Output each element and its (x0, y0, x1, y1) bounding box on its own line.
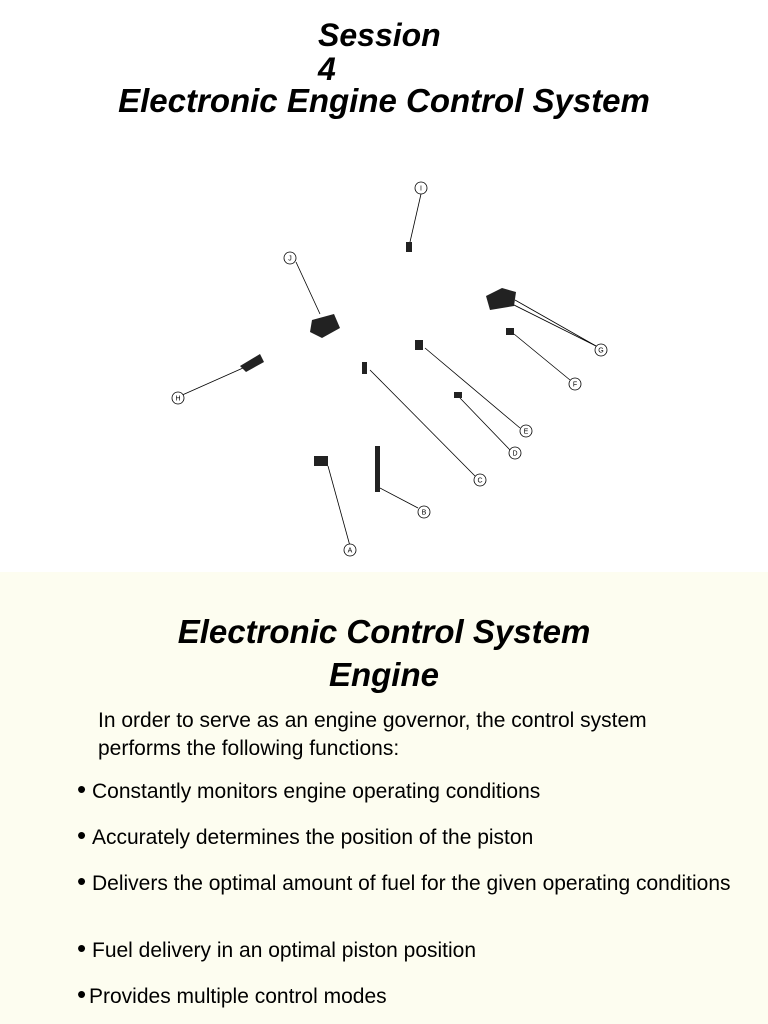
callout-c: C (477, 478, 482, 485)
bullet-dot-icon: • (77, 866, 87, 896)
bullet-item: • Provides multiple control modes (73, 979, 753, 1009)
callout-g: G (598, 348, 603, 355)
sensor-f (506, 328, 514, 335)
intro-paragraph: In order to serve as an engine governor,… (98, 709, 647, 760)
bullet-item: • Fuel delivery in an optimal piston pos… (73, 933, 753, 963)
sensor-a (314, 456, 328, 466)
sensor-g (486, 288, 516, 310)
bullet-text: Provides multiple control modes (89, 985, 387, 1008)
session-word: Session (318, 17, 441, 53)
callout-i: I (420, 186, 422, 193)
callout-b: B (422, 510, 427, 517)
bullet-item: • Delivers the optimal amount of fuel fo… (73, 866, 753, 896)
sensor-e (415, 340, 423, 350)
bullet-dot-icon: • (77, 774, 87, 804)
bullet-text: Delivers the optimal amount of fuel for … (92, 872, 731, 895)
bullet-text: Fuel delivery in an optimal piston posit… (92, 939, 477, 962)
sensor-c (362, 362, 367, 374)
bullet-dot-icon: • (77, 933, 87, 963)
slide2-title: Electronic Control System Engine (0, 610, 768, 696)
bullet-text: Constantly monitors engine operating con… (92, 780, 541, 803)
bullet-dot-icon: • (77, 820, 87, 850)
sensor-j (310, 314, 340, 338)
engine-sensor-diagram: I J G F E D C B A H (171, 181, 608, 557)
bullet-item: • Constantly monitors engine operating c… (73, 774, 753, 804)
callout-f: F (573, 382, 577, 389)
bullet-text: Accurately determines the position of th… (92, 826, 534, 849)
sensor-h (240, 354, 264, 372)
callout-j: J (288, 256, 292, 263)
sensor-d (454, 392, 462, 398)
callout-h: H (175, 396, 180, 403)
callout-e: E (524, 429, 529, 436)
session-number: 4 (318, 51, 336, 87)
slide-title: Electronic Engine Control System (118, 82, 650, 119)
sensor-i (406, 242, 412, 252)
sensor-b (375, 446, 380, 492)
callout-d: D (512, 451, 517, 458)
slide2-title-line1: Electronic Control System (177, 613, 591, 650)
session-label: Session 4 (318, 18, 468, 86)
slide2-title-line2: Engine (328, 656, 439, 693)
slide-control-functions (0, 572, 768, 1024)
bullet-item: • Accurately determines the position of … (73, 820, 753, 850)
slide-session-4: Session 4 Electronic Engine Control Syst… (118, 18, 650, 557)
callout-a: A (348, 548, 353, 555)
bullet-dot-icon: • (77, 979, 87, 1009)
